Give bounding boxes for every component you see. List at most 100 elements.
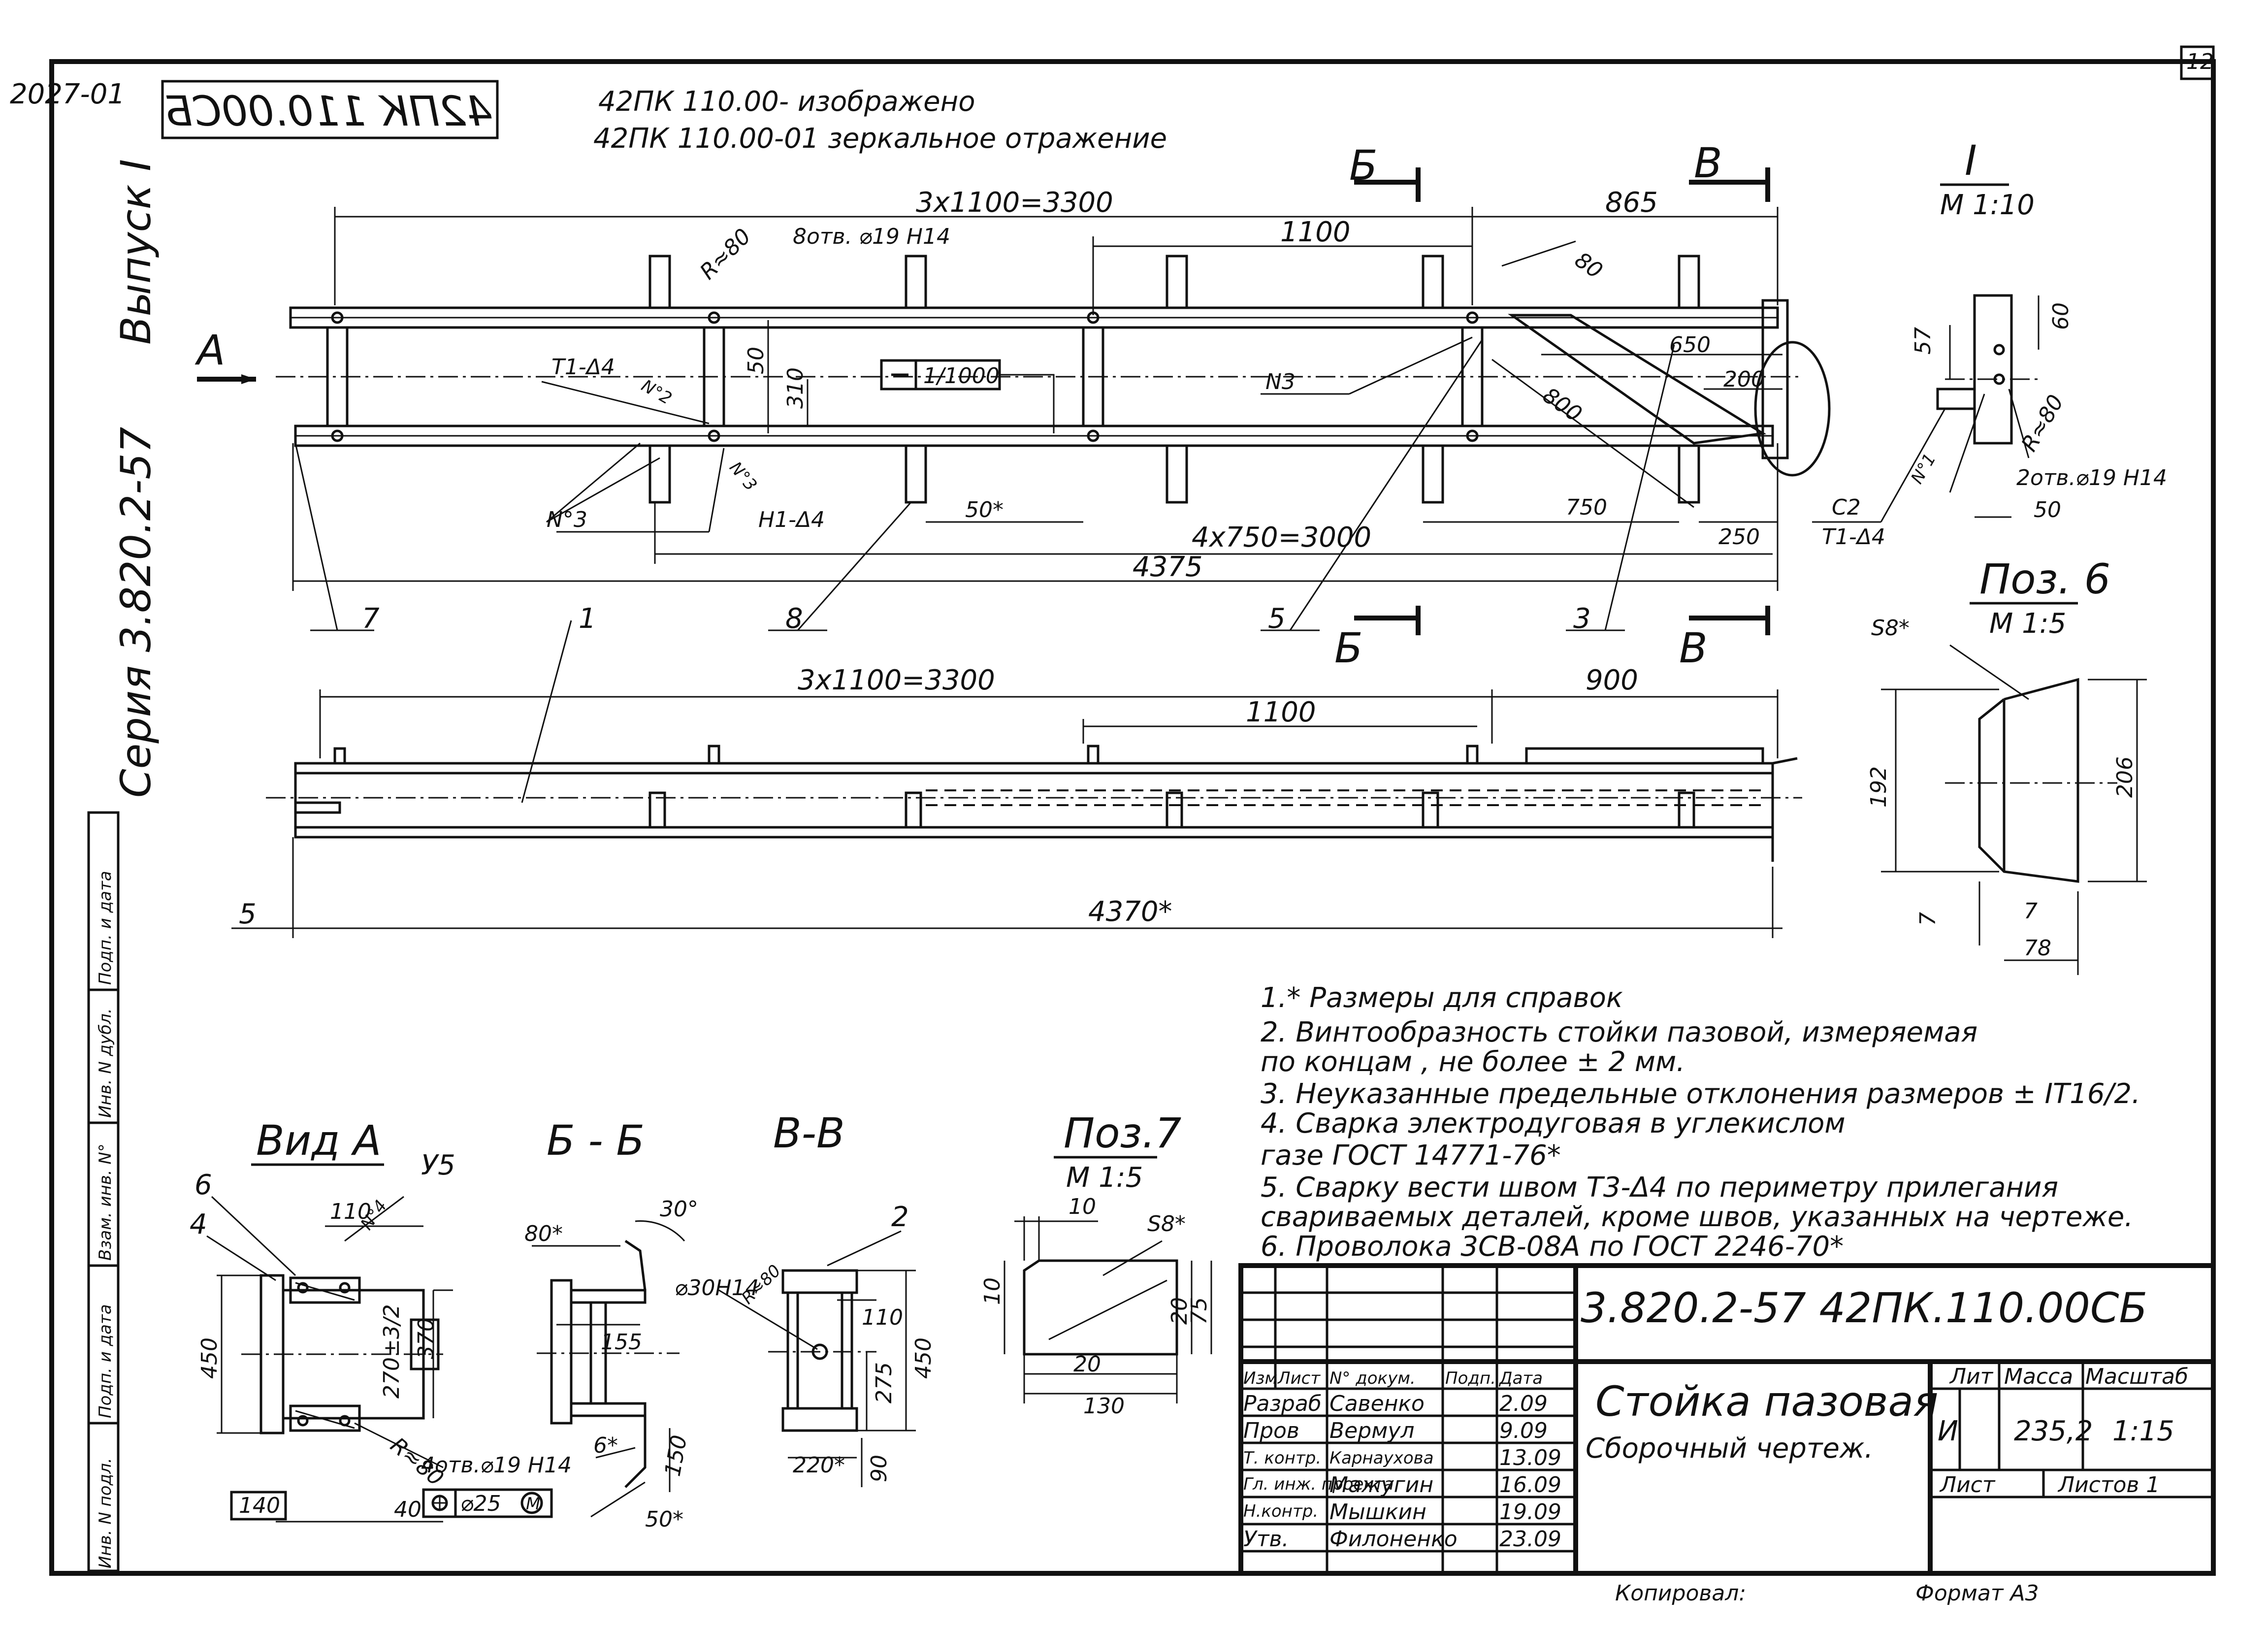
view-a-dim-110: 110 (330, 1199, 371, 1224)
section-vv-dim-275: 275 (872, 1362, 897, 1403)
section-bb-dim-6: 6* (593, 1433, 618, 1458)
view-a-label-6: 6 (194, 1169, 212, 1201)
pos7-dim-10a: 10 (1069, 1194, 1096, 1219)
section-vv-hole: ⌀30Н14 (675, 1275, 759, 1301)
tb-row2-date: 9.09 (1499, 1418, 1548, 1443)
tb-hdr-izm: Изм (1243, 1368, 1277, 1388)
pos6-s8: S8* (1871, 616, 1910, 641)
tb-hdr-sheets: Листов 1 (2057, 1472, 2160, 1498)
section-vv-dim-110: 110 (862, 1305, 903, 1330)
margin-label-2: Инв. N дубл. (96, 1008, 115, 1118)
dim-1100-bot: 1100 (1246, 696, 1316, 728)
weld-n3a: N°3 (547, 507, 587, 532)
title-block-grid (1238, 1263, 2216, 1576)
section-bb-dim-50: 50* (645, 1507, 683, 1532)
dim-5: 5 (239, 898, 257, 930)
callout-7: 7 (362, 603, 380, 635)
note-5b: свариваемых деталей, кроме швов, указанн… (1261, 1201, 2133, 1233)
pos6-dim-7b: 7 (2024, 899, 2038, 924)
callout-8: 8 (785, 603, 803, 635)
series-label: Серия 3.820.2-57 (112, 427, 160, 798)
sheet-number: 12 (2186, 49, 2214, 74)
detail-i-dim-60: 60 (2048, 302, 2074, 330)
tb-row3-name: Карнаухова (1329, 1448, 1434, 1468)
tb-row3-role: Т. контр. (1243, 1448, 1321, 1468)
dim-3x1100-top: 3х1100=3300 (916, 187, 1113, 219)
detail-i-dim-57: 57 (1911, 327, 1936, 355)
margin-label-3: Взам. инв. N° (96, 1143, 115, 1261)
view-a-label-4: 4 (190, 1208, 207, 1240)
pos6-dim-7a: 7 (1915, 912, 1941, 926)
detail-i-scale: М 1:10 (1940, 189, 2035, 221)
dim-310: 310 (783, 367, 808, 409)
detail-i-weld-top: С2 (1832, 495, 1861, 520)
section-b-top: Б (1349, 141, 1378, 190)
dim-8otv: 8отв. ⌀19 H14 (793, 224, 950, 249)
dim-80: 80 (1570, 247, 1607, 284)
side-view (266, 620, 1802, 862)
tb-row6-role: Утв. (1243, 1527, 1289, 1552)
detail-i-n1: N°1 (1907, 450, 1940, 487)
weld-n3b: N3 (1265, 369, 1296, 394)
tb-hdr-ndok: N° докум. (1329, 1368, 1416, 1388)
tb-row1-date: 2.09 (1499, 1391, 1548, 1416)
left-margin-boxes (87, 811, 120, 1572)
dim-750: 750 (1566, 495, 1607, 520)
tb-product-name: Стойка пазовая (1595, 1377, 1938, 1426)
note-2b: по концам , не более ± 2 мм. (1261, 1046, 1685, 1078)
section-vv-label-2: 2 (891, 1201, 909, 1233)
weld-h1: Н1-Δ4 (758, 507, 825, 532)
section-vv-title: В-В (773, 1109, 845, 1157)
view-a-u5: У5 (421, 1149, 455, 1181)
tb-hdr-podp: Подп. (1445, 1368, 1496, 1388)
tb-drawing-type: Сборочный чертеж. (1586, 1433, 1873, 1465)
dim-900: 900 (1586, 664, 1638, 696)
view-a-dim-140: 140 (239, 1493, 280, 1518)
detail-i-dim-50: 50 (2034, 497, 2061, 522)
callout-5: 5 (1268, 603, 1286, 635)
section-v-top: В (1694, 139, 1722, 187)
margin-label-4: Подп. и дата (96, 1304, 115, 1418)
tb-row4-date: 16.09 (1499, 1472, 1561, 1498)
tb-hdr-sheet: Лист (1939, 1472, 1996, 1498)
dim-800: 800 (1538, 383, 1587, 427)
pos7-drawing (1004, 1216, 1212, 1403)
section-bb-drawing (532, 1220, 685, 1518)
section-markers (197, 167, 1770, 635)
tb-row5-date: 19.09 (1499, 1499, 1561, 1525)
pos7-dim-20b: 20 (1073, 1352, 1101, 1377)
album-code: 2027-01 (10, 78, 125, 110)
top-view-leaders (294, 336, 1675, 631)
dim-250: 250 (1718, 524, 1760, 550)
detail-i-drawing (1812, 294, 2040, 523)
dim-flatness: 1/1000 (923, 363, 1000, 389)
dim-3x1100-bot: 3х1100=3300 (798, 664, 995, 696)
detail-i-weld-bot: Т1-Δ4 (1822, 524, 1885, 550)
pos7-dim-75: 75 (1187, 1297, 1212, 1325)
notes: 1.* Размеры для справок 2. Винтообразнос… (1261, 982, 2140, 1263)
mirrored-stamp-box (161, 80, 499, 139)
section-bb-dim-30: 30° (660, 1197, 698, 1222)
note-4: 4. Сварка электродуговая в углекислом (1261, 1108, 1846, 1140)
tb-row2-role: Пров (1243, 1418, 1299, 1443)
tb-row6-name: Филоненко (1329, 1527, 1458, 1552)
dim-50-top: 50 (744, 347, 769, 374)
issue-label: Выпуск I (112, 159, 160, 345)
tb-hdr-lit: Лит (1949, 1364, 1994, 1389)
tb-row5-role: Н.контр. (1243, 1501, 1318, 1521)
view-a-otv: 4отв.⌀19 H14 (421, 1453, 572, 1478)
note-4b: газе ГОСТ 14771-76* (1261, 1140, 1561, 1172)
section-vv-dim-220: 220* (793, 1453, 845, 1478)
section-v-bot: В (1679, 624, 1708, 672)
pos7-scale: М 1:5 (1066, 1162, 1143, 1194)
section-bb-dim-150: 150 (660, 1433, 692, 1478)
tb-format: Формат А3 (1915, 1581, 2039, 1606)
section-bb-title: Б - Б (547, 1116, 645, 1165)
view-a-dim-370: 370 (414, 1318, 439, 1359)
note-3: 3. Неуказанные предельные отклонения раз… (1261, 1078, 2140, 1110)
detail-i-title: I (1965, 136, 1977, 185)
section-vv-dim-450: 450 (911, 1337, 936, 1379)
detail-i-otv: 2отв.⌀19 H14 (2016, 465, 2167, 490)
mirrored-stamp: 42ПК 110.00СБ (164, 87, 492, 135)
